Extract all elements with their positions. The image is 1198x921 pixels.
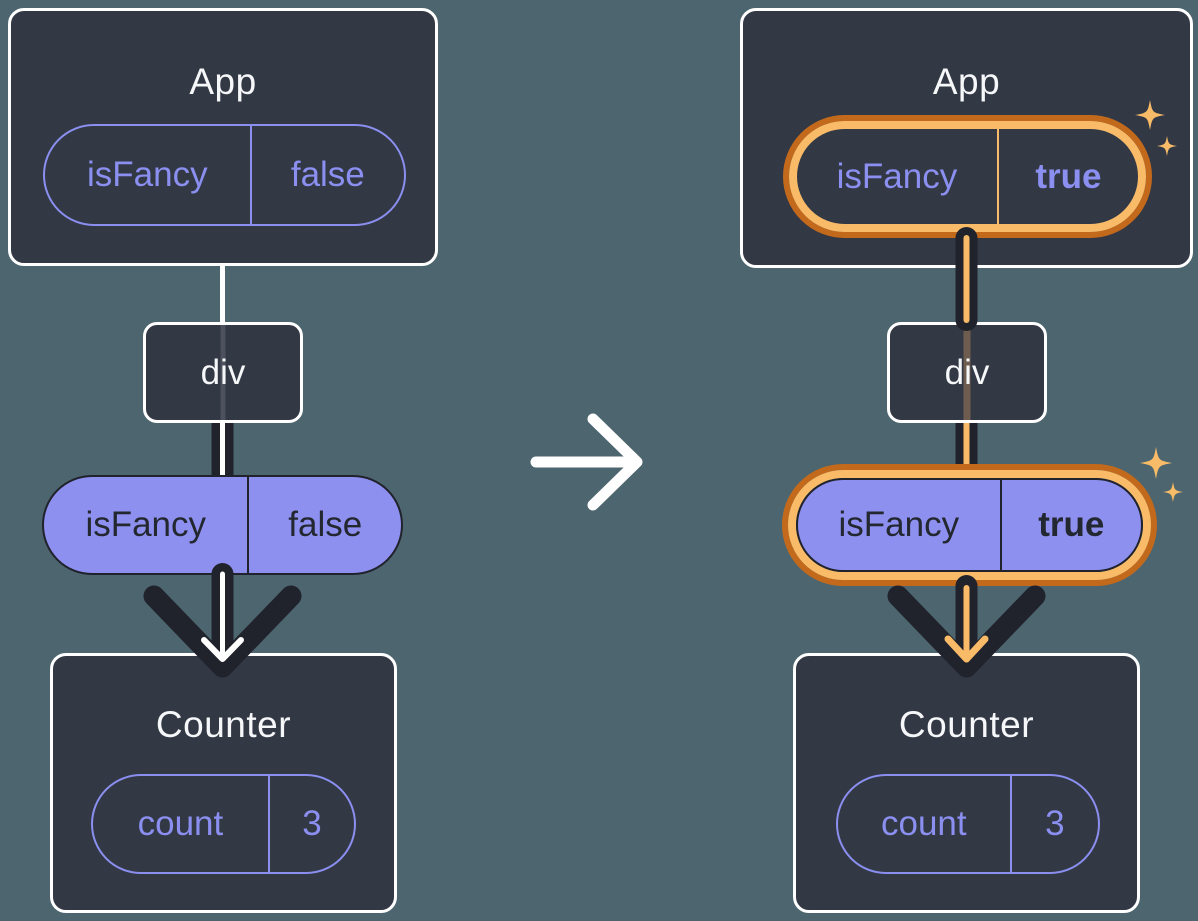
- div-label: div: [944, 352, 990, 392]
- div-label: div: [200, 352, 246, 392]
- highlight-ring-app-prop: isFancy true: [783, 115, 1152, 238]
- passed-prop-pill-before: isFancy false: [42, 475, 403, 575]
- state-name: count: [137, 804, 224, 843]
- counter-component-box-after: Counter count 3: [793, 653, 1140, 913]
- state-value: 3: [1009, 776, 1098, 872]
- component-title: Counter: [155, 704, 292, 745]
- prop-name: isFancy: [85, 505, 207, 544]
- app-component-box-before: App isFancy false: [8, 8, 438, 266]
- div-node-box-after: div: [887, 322, 1047, 423]
- flow-through-div-after: [963, 325, 971, 420]
- prop-value: true: [996, 129, 1138, 224]
- prop-pill-app-before: isFancy false: [43, 124, 406, 226]
- state-pill-counter-before: count 3: [91, 774, 356, 874]
- state-pill-counter-after: count 3: [836, 774, 1100, 874]
- highlight-ring-inner: isFancy true: [788, 470, 1151, 580]
- prop-name: isFancy: [836, 156, 958, 196]
- prop-name: isFancy: [87, 155, 208, 194]
- highlight-ring-passed-prop: isFancy true: [782, 464, 1157, 586]
- prop-name: isFancy: [838, 505, 960, 544]
- prop-value: false: [247, 477, 401, 573]
- component-title: Counter: [898, 704, 1035, 745]
- flow-through-div-before: [220, 325, 226, 420]
- highlight-ring-inner: isFancy true: [789, 121, 1146, 232]
- div-node-box-before: div: [143, 322, 303, 423]
- prop-pill-app-after: isFancy true: [797, 129, 1138, 224]
- passed-prop-pill-after: isFancy true: [796, 478, 1143, 572]
- component-title: App: [189, 61, 257, 102]
- component-title: App: [932, 61, 1001, 102]
- state-name: count: [880, 804, 967, 843]
- counter-component-box-before: Counter count 3: [50, 653, 397, 913]
- prop-value: false: [249, 126, 404, 224]
- state-value: 3: [267, 776, 354, 872]
- prop-value: true: [999, 480, 1141, 570]
